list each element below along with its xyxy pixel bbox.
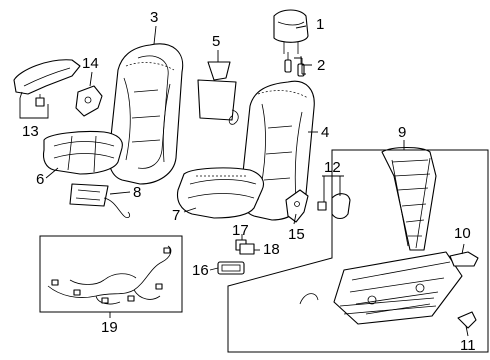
callout-10: 10: [454, 225, 471, 242]
callout-1: 1: [316, 16, 325, 33]
callout-4: 4: [321, 124, 330, 141]
lumbar-pad: [197, 61, 239, 125]
seat-switch: [217, 261, 245, 275]
callout-15: 15: [288, 226, 305, 243]
callout-9: 9: [398, 124, 407, 141]
callout-18: 18: [263, 241, 280, 258]
seat-heater-mat: [69, 183, 131, 219]
callout-14: 14: [82, 55, 99, 72]
frame-group-box: [227, 149, 489, 353]
knob-clip-set: [317, 193, 351, 220]
small-cover: [457, 311, 477, 329]
connector: [239, 243, 255, 255]
slide-cover: [285, 189, 309, 223]
recliner-bracket: [75, 85, 103, 117]
seat-cushion-pad: [176, 167, 265, 219]
harness-box: [39, 235, 183, 313]
callout-5: 5: [212, 33, 221, 50]
callout-13: 13: [22, 123, 39, 140]
headrest: [273, 9, 309, 54]
callout-2: 2: [317, 57, 326, 74]
leader-lines: [19, 25, 469, 337]
callout-7: 7: [172, 207, 181, 224]
seat-cushion-cover: [42, 130, 123, 175]
callout-16: 16: [192, 262, 209, 279]
callout-8: 8: [133, 184, 142, 201]
callout-19: 19: [101, 319, 118, 336]
seat-frame: [299, 146, 463, 325]
callout-17: 17: [232, 222, 249, 239]
headrest-guides: [284, 52, 305, 77]
switch-knob: [449, 251, 479, 267]
callout-3: 3: [150, 9, 159, 26]
side-trim-cover: [13, 59, 81, 107]
seat-back-cover: [107, 43, 184, 185]
callout-11: 11: [460, 337, 476, 354]
wire-harness: [47, 245, 172, 305]
callout-6: 6: [36, 171, 45, 188]
callout-12: 12: [324, 159, 341, 176]
